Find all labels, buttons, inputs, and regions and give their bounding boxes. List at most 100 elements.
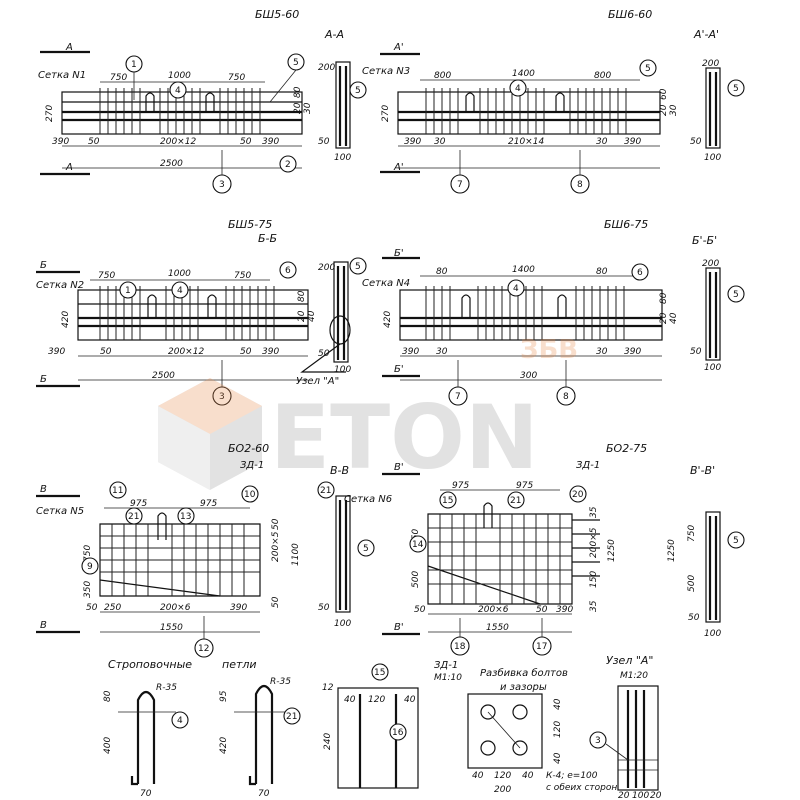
svg-text:5: 5 <box>733 290 739 300</box>
section-a-a: 200 50 100 5 <box>318 61 367 163</box>
svg-text:1550: 1550 <box>160 623 183 633</box>
svg-text:Сетка N4: Сетка N4 <box>362 278 410 289</box>
svg-text:R-35: R-35 <box>156 683 177 693</box>
callout-bubbles: 4 6 7 8 <box>448 263 649 406</box>
svg-text:200×6: 200×6 <box>478 605 509 615</box>
watermark-badge: ЗБВ <box>520 335 578 365</box>
svg-text:Сетка N6: Сетка N6 <box>344 494 392 505</box>
svg-text:БШ6-60: БШ6-60 <box>608 8 652 21</box>
svg-text:2500: 2500 <box>160 159 183 169</box>
svg-text:40: 40 <box>553 752 563 764</box>
svg-text:40: 40 <box>669 312 679 324</box>
svg-text:Сетка N5: Сетка N5 <box>36 506 84 517</box>
svg-text:20: 20 <box>659 104 669 116</box>
svg-text:6: 6 <box>285 266 291 276</box>
svg-text:60: 60 <box>659 88 669 100</box>
svg-text:420: 420 <box>61 311 71 328</box>
svg-text:35: 35 <box>589 506 599 518</box>
svg-text:100: 100 <box>704 363 721 373</box>
node-a-detail: Узел "А" М1:20 3 20 100 20 <box>589 654 662 800</box>
svg-text:200: 200 <box>318 63 335 73</box>
svg-text:1000: 1000 <box>168 269 191 279</box>
svg-text:800: 800 <box>434 71 451 81</box>
svg-text:и зазоры: и зазоры <box>500 682 547 693</box>
svg-text:11: 11 <box>112 486 123 496</box>
svg-text:21: 21 <box>128 512 139 522</box>
svg-text:750: 750 <box>110 73 127 83</box>
svg-text:100: 100 <box>334 619 351 629</box>
svg-text:200×12: 200×12 <box>160 137 196 147</box>
panel-bo2-60: БО2-60 ЗД-1 В-В В Сетка N5 975 975 750 3… <box>36 442 349 658</box>
svg-text:200: 200 <box>318 263 335 273</box>
svg-text:20: 20 <box>293 102 303 114</box>
svg-text:200×6: 200×6 <box>160 603 191 613</box>
svg-text:20: 20 <box>297 310 307 322</box>
svg-text:20: 20 <box>618 791 630 800</box>
svg-text:12: 12 <box>322 683 334 693</box>
svg-text:14: 14 <box>412 540 424 550</box>
svg-text:1: 1 <box>125 286 131 296</box>
svg-text:1400: 1400 <box>512 265 535 275</box>
svg-text:30: 30 <box>436 347 448 357</box>
svg-text:М1:20: М1:20 <box>620 671 648 681</box>
svg-text:975: 975 <box>452 481 469 491</box>
svg-text:1550: 1550 <box>486 623 509 633</box>
svg-text:270: 270 <box>45 105 55 122</box>
stirrups <box>99 88 261 134</box>
svg-text:200: 200 <box>702 59 719 69</box>
svg-text:50: 50 <box>318 603 330 613</box>
svg-text:200×5: 200×5 <box>271 531 281 562</box>
svg-text:ЗД-1: ЗД-1 <box>434 660 458 671</box>
panel-bsh5-60: БШ5-60 А-А А Сетка N1 750 1000 750 270 8 <box>38 8 344 194</box>
svg-text:390: 390 <box>624 347 641 357</box>
section-a1-a1: 200 50 100 5 <box>690 59 745 163</box>
svg-text:100: 100 <box>632 791 649 800</box>
svg-text:В': В' <box>394 622 404 633</box>
svg-text:3: 3 <box>219 392 225 402</box>
section-v-v: 21 5 50 100 <box>317 481 375 629</box>
svg-text:7: 7 <box>455 392 461 402</box>
svg-text:Б-Б: Б-Б <box>258 232 277 245</box>
svg-text:30: 30 <box>434 137 446 147</box>
section-b-b: Узел "А" 200 50 100 5 <box>296 257 367 387</box>
svg-text:200: 200 <box>494 785 511 795</box>
svg-text:390: 390 <box>556 605 573 615</box>
svg-text:В-В: В-В <box>330 464 349 477</box>
svg-text:Б: Б <box>40 260 47 271</box>
svg-text:100: 100 <box>334 365 351 375</box>
svg-text:200×5: 200×5 <box>589 527 599 558</box>
embed-plate-zd1: ЗД-1 М1:10 Разбивка болтов и зазоры 40 1… <box>434 660 617 795</box>
svg-text:петли: петли <box>222 658 257 671</box>
svg-text:975: 975 <box>516 481 533 491</box>
cut-mark: А <box>65 42 73 53</box>
svg-text:R-35: R-35 <box>270 677 291 687</box>
svg-text:А': А' <box>393 162 404 173</box>
svg-text:210×14: 210×14 <box>508 137 544 147</box>
svg-text:750: 750 <box>687 525 697 542</box>
svg-text:95: 95 <box>219 690 229 702</box>
svg-text:350: 350 <box>83 581 93 598</box>
svg-text:240: 240 <box>323 733 333 750</box>
stirrups <box>99 286 275 340</box>
svg-text:390: 390 <box>48 347 65 357</box>
svg-text:4: 4 <box>177 716 183 726</box>
svg-text:35: 35 <box>589 600 599 612</box>
svg-text:5: 5 <box>363 544 369 554</box>
svg-text:М1:10: М1:10 <box>434 673 462 683</box>
svg-text:2: 2 <box>285 160 291 170</box>
svg-text:80: 80 <box>293 86 303 98</box>
svg-text:975: 975 <box>130 499 147 509</box>
svg-text:5: 5 <box>293 58 299 68</box>
panel-bo2-75: БО2-75 ЗД-1 В'-В' В' Сетка N6 975 975 75… <box>344 442 715 656</box>
svg-text:200: 200 <box>702 259 719 269</box>
svg-text:5: 5 <box>733 536 739 546</box>
svg-text:975: 975 <box>200 499 217 509</box>
callout-bubbles: 5 4 7 8 <box>450 59 657 194</box>
svg-text:500: 500 <box>687 575 697 592</box>
svg-text:420: 420 <box>219 737 229 754</box>
plate <box>467 693 543 769</box>
svg-text:500: 500 <box>411 571 421 588</box>
svg-text:390: 390 <box>262 347 279 357</box>
svg-text:40: 40 <box>344 695 356 705</box>
